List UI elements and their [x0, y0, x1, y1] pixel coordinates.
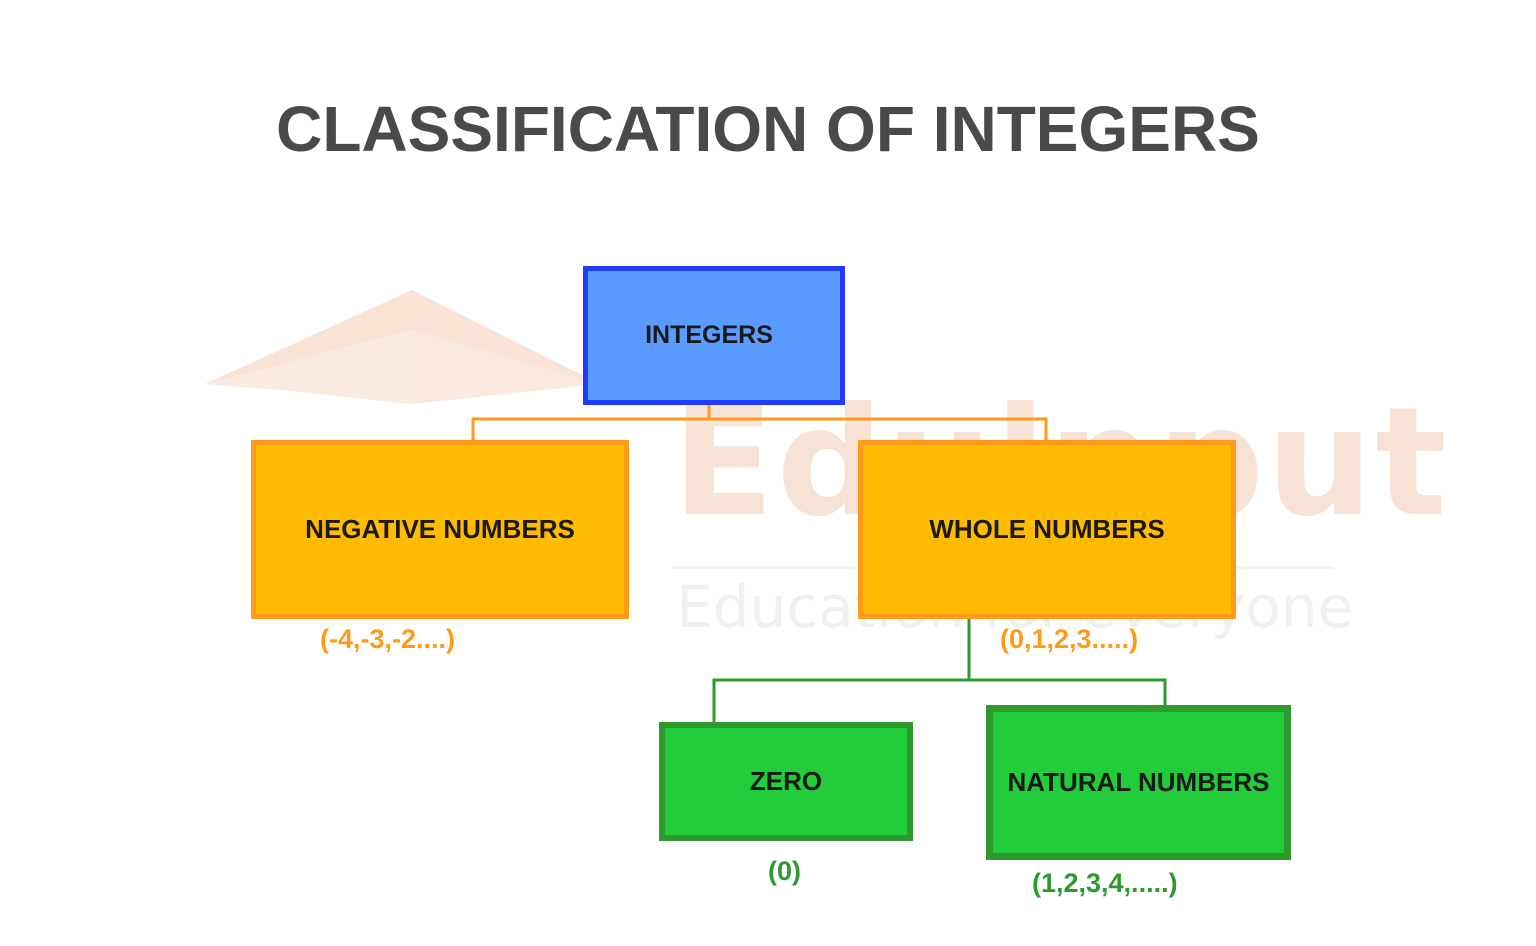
node-whole-numbers-label: WHOLE NUMBERS: [929, 514, 1165, 544]
zero-example: (0): [768, 856, 801, 886]
negative-numbers-example: (-4,-3,-2....): [320, 624, 456, 654]
node-natural-numbers-label: NATURAL NUMBERS: [1007, 767, 1270, 797]
natural-numbers-example: (1,2,3,4,.....): [1032, 868, 1178, 898]
whole-numbers-example: (0,1,2,3.....): [1000, 624, 1139, 654]
edge-integers-whole: [709, 417, 1048, 440]
diagram-title: CLASSIFICATION OF INTEGERS: [276, 93, 1260, 165]
node-zero-label: ZERO: [749, 766, 823, 796]
node-negative-numbers-label: NEGATIVE NUMBERS: [305, 514, 575, 544]
edge-whole-zero: [712, 619, 971, 722]
edge-integers-negative: [471, 405, 711, 440]
node-whole-numbers: WHOLE NUMBERS: [858, 440, 1236, 619]
node-negative-numbers: NEGATIVE NUMBERS: [251, 440, 629, 619]
node-zero: ZERO: [659, 722, 913, 841]
edge-whole-natural: [969, 678, 1167, 705]
node-natural-numbers: NATURAL NUMBERS: [986, 705, 1291, 860]
node-integers-label: INTEGERS: [645, 321, 773, 349]
node-integers: INTEGERS: [583, 266, 845, 405]
